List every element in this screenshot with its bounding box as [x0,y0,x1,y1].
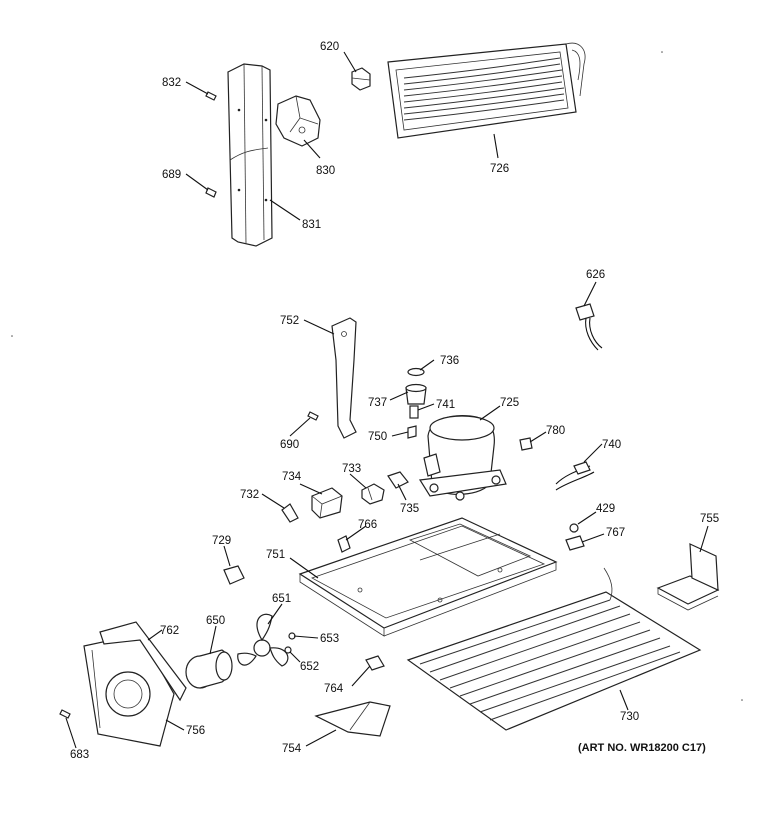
label-650: 650 [206,615,225,627]
label-620: 620 [320,41,339,53]
part-751-base-pan [298,517,558,637]
label-429: 429 [596,503,615,515]
part-740-harness [555,461,595,491]
part-650-fan-motor [185,649,233,689]
label-740: 740 [602,439,621,451]
part-733-relay [361,483,385,505]
label-755: 755 [700,513,719,525]
part-726-evaporator [387,42,586,139]
label-830: 830 [316,165,335,177]
part-766-clip [337,535,351,553]
label-764: 764 [324,683,344,695]
part-652-washer [284,646,292,654]
label-751: 751 [266,549,285,561]
part-762-shroud-seal [99,621,187,702]
leader-lines [65,51,709,749]
label-733: 733 [342,463,361,475]
art-number: (ART NO. WR18200 C17) [578,742,706,754]
label-737: 737 [368,397,387,409]
label-729: 729 [212,535,231,547]
part-732-clip [281,503,299,523]
label-741: 741 [436,399,455,411]
part-735-clamp [387,471,409,489]
label-766: 766 [358,519,377,531]
part-831-channel [227,63,273,247]
label-734: 734 [282,471,302,483]
label-754: 754 [282,743,302,755]
part-750-pin [407,425,417,439]
label-735: 735 [400,503,419,515]
part-729-capacitor [223,565,245,585]
label-832: 832 [162,77,181,89]
part-429-screw [569,523,579,533]
label-780: 780 [546,425,565,437]
callout-labels: 620 832 830 726 689 831 626 752 736 737 … [70,41,719,761]
part-725-compressor [418,415,507,501]
part-736-clip [407,367,425,377]
part-752-strap [331,317,357,439]
scan-dot [741,699,743,701]
label-732: 732 [240,489,259,501]
label-689: 689 [162,169,181,181]
label-736: 736 [440,355,459,367]
label-626: 626 [586,269,605,281]
part-767-bracket [565,535,585,551]
label-652: 652 [300,661,319,673]
label-651: 651 [272,593,291,605]
part-756-shroud [83,633,175,747]
label-756: 756 [186,725,205,737]
part-683-screw [59,709,71,719]
label-762: 762 [160,625,179,637]
label-690: 690 [280,439,299,451]
part-741-sleeve [409,405,419,419]
part-737-grommet [405,383,427,405]
label-767: 767 [606,527,625,539]
part-626-wire-harness [575,303,603,351]
part-690-screw [307,411,319,421]
label-726: 726 [490,163,509,175]
part-620-knob [351,67,371,91]
label-725: 725 [500,397,519,409]
label-752: 752 [280,315,299,327]
part-755-bracket [656,543,720,611]
part-832-screw [205,91,217,101]
part-730-condenser [406,567,702,731]
scan-dot [11,335,13,337]
label-683: 683 [70,749,89,761]
label-653: 653 [320,633,339,645]
scan-dot [661,51,663,53]
part-689-screw [205,187,217,198]
label-831: 831 [302,219,321,231]
part-754-pan [314,701,391,737]
part-830-bracket [275,95,321,147]
part-734-overload [311,487,343,519]
label-730: 730 [620,711,639,723]
part-651-fan-blade [237,613,289,667]
label-750: 750 [368,431,387,443]
part-780-clip [519,437,533,451]
